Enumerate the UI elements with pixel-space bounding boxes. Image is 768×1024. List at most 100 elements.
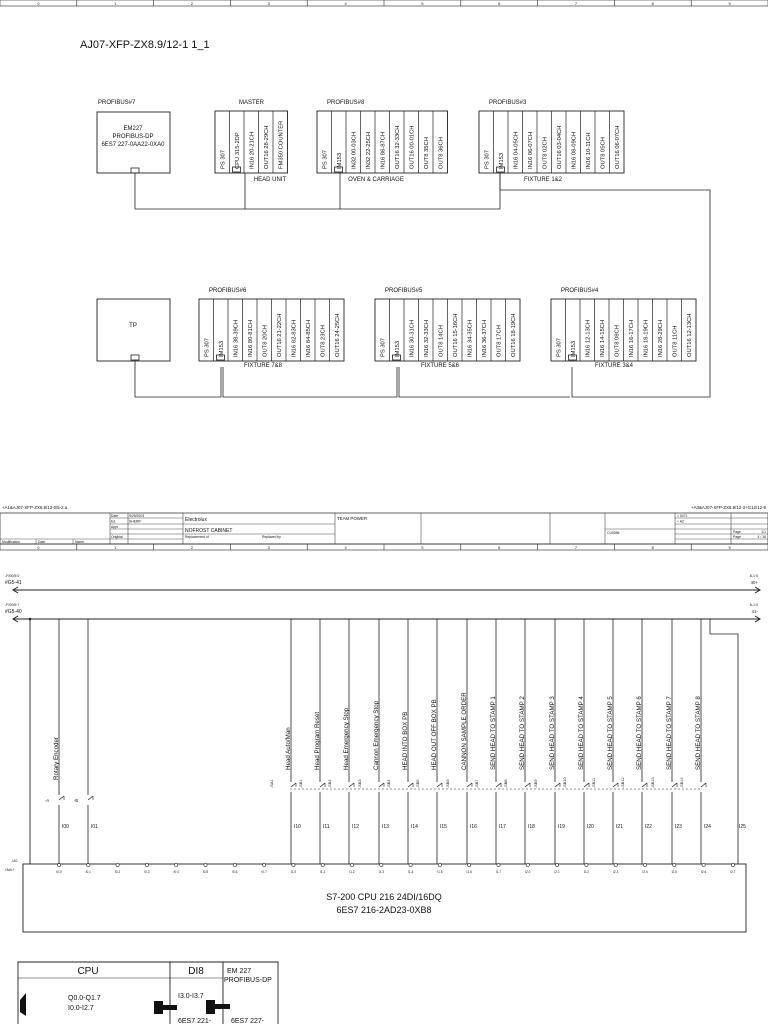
plc-terminal [584, 863, 589, 867]
input-switch [495, 782, 502, 788]
rack-slot-label: OUT16 32-33CH [395, 126, 401, 170]
di8-code: 6ES7 221- [178, 1018, 212, 1024]
rack-slot-label: OUT8 23CH [320, 325, 326, 357]
rack-slot-label: IN16 84-85CH [306, 320, 312, 357]
rack-slot-label: OUT16 28-29CH [264, 126, 270, 170]
plc-terminal-label: I2.2 [584, 870, 590, 874]
middle-ruler-number: 7 [575, 545, 578, 550]
plc-title-line2: 6ES7 216-2AD23-0XB8 [336, 905, 431, 915]
input-address: I20 [587, 824, 594, 830]
rack-slot-label: IN16 20-21CH [249, 132, 255, 169]
switch-blade [58, 795, 65, 801]
tb-modification-label: Modification [2, 540, 20, 544]
input-address: I15 [440, 824, 447, 830]
input-switch [612, 782, 619, 788]
rack-connector [334, 166, 343, 173]
rack-slot-label: IN16 16-17CH [629, 320, 635, 357]
input-description: SEND HEAD TO STAMP 3 [549, 696, 556, 770]
rack-slot-label: IM153 [219, 341, 225, 357]
plc-terminal-label: I0.4 [174, 870, 180, 874]
rack-slot-label: PS 307 [220, 150, 226, 169]
bus-segment [134, 173, 246, 210]
input-address: I18 [528, 824, 535, 830]
input-tag: -A [45, 798, 49, 803]
input-tag: -SB6 [446, 780, 450, 788]
rack-slot-label: IN16 32-33CH [424, 320, 430, 357]
top-ruler-number: 4 [344, 1, 347, 6]
switch-blade [612, 782, 619, 788]
rack-slot-label: IN16 86-87CH [380, 132, 386, 169]
rack-slot-label: IN32 22-25CH [366, 132, 372, 169]
rack-slot-label: IM153 [395, 341, 401, 357]
input-tag: -SB13 [651, 777, 655, 788]
tb-replacement-label: Replacement of [185, 535, 209, 539]
rail-top-right-ref: 8-1:0 [750, 574, 758, 578]
tb-project: NOFROST CABINET [185, 528, 232, 534]
rack-slot-label: PS 307 [322, 150, 328, 169]
plc-terminal [203, 863, 208, 867]
middle-ruler-number: 5 [421, 545, 424, 550]
input-description: Cannon Emergency Stop [373, 700, 380, 770]
plc-terminal [350, 863, 354, 867]
tb-page-value: 1/1 [761, 530, 766, 534]
input-description: SEND HEAD TO STAMP 2 [519, 696, 526, 770]
tb-company: Electrolux [185, 517, 207, 523]
input-description: HEAD INTO BOX PB [402, 712, 409, 770]
middle-ruler-number: 6 [498, 545, 501, 550]
top-ruler-number: 1 [114, 1, 117, 6]
rail-arrow [12, 586, 19, 594]
tb-date-label: Date [111, 514, 118, 518]
tb-page2-value: 4 / 16 [758, 535, 767, 539]
tb-code: CU0056 [607, 531, 620, 535]
rack-caption: FIXTURE 3&4 [595, 363, 634, 369]
rack-slot-label: OUT16 06-07CH [615, 126, 621, 170]
rack-label: MASTER [239, 100, 265, 106]
rack-slot-label: IN16 10-11CH [586, 132, 592, 169]
plc-terminal-label: I2.7 [730, 870, 736, 874]
rack-slot-label: IN32 00-03CH [351, 132, 357, 169]
cpu-title: CPU [77, 966, 98, 977]
input-tag: -SB7 [475, 780, 479, 788]
input-switch [319, 782, 326, 788]
di8-link [163, 1005, 177, 1010]
tp-node: TP [96, 298, 171, 362]
em227-title-1: EM 227 [227, 968, 251, 975]
plc-terminal [144, 863, 149, 867]
plc-terminal-label: I2.0 [525, 870, 531, 874]
rack-caption: FIXTURE 7&8 [244, 363, 283, 369]
plc-terminal-label: I0.5 [203, 870, 209, 874]
tb-ref2: + A2 [677, 520, 684, 524]
plc-terminal-label: I1.5 [437, 870, 443, 874]
switch-blade [641, 782, 648, 788]
input-address: I17 [499, 824, 506, 830]
input-tag: -SB12 [621, 777, 625, 788]
rack-slot-label: IM153 [499, 153, 505, 169]
rack-slot-label: OUT8 35CH [424, 137, 430, 169]
top-ruler-number: 3 [268, 1, 271, 6]
plc-terminal [115, 863, 120, 867]
rack-slot-label: OUT8 05CH [600, 137, 606, 169]
tb-ed-value: SHERIF [129, 520, 141, 524]
cpu-port [20, 993, 26, 1016]
top-ruler-number: 7 [575, 1, 578, 6]
middle-ruler-number: 2 [191, 545, 194, 550]
input-address: I14 [411, 824, 418, 830]
rack-slot-label: OUT16 18-19CH [511, 314, 517, 358]
rack-slot-label: PS 307 [484, 150, 490, 169]
rail-arrow [754, 615, 761, 623]
tb-original-label: Original [111, 535, 123, 539]
em227-port [206, 1000, 215, 1014]
switch-blade [495, 782, 502, 788]
input-description: Head Auto/Man [285, 727, 292, 770]
input-switch [671, 782, 678, 788]
plc-terminal [174, 863, 179, 867]
